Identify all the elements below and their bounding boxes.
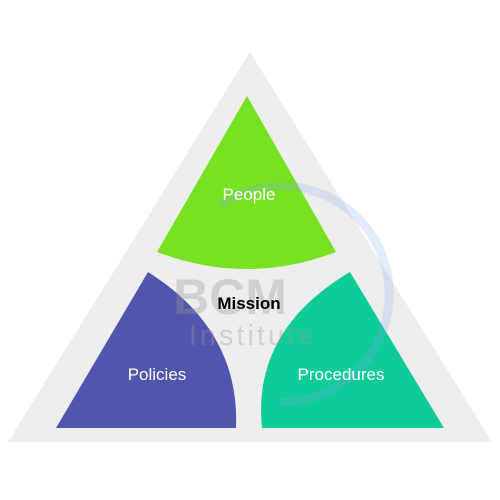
policies-segment[interactable] [56, 272, 237, 428]
procedures-label: Procedures [298, 365, 385, 384]
watermark-line1: BCM [173, 269, 287, 325]
procedures-segment[interactable] [261, 272, 444, 428]
people-label: People [223, 185, 276, 204]
mission-label: Mission [217, 294, 280, 313]
people-segment[interactable] [157, 96, 336, 269]
watermark-ring [217, 181, 394, 407]
watermark-line2: Institute [189, 320, 318, 352]
watermark-logo [217, 181, 394, 407]
policies-label: Policies [128, 365, 187, 384]
